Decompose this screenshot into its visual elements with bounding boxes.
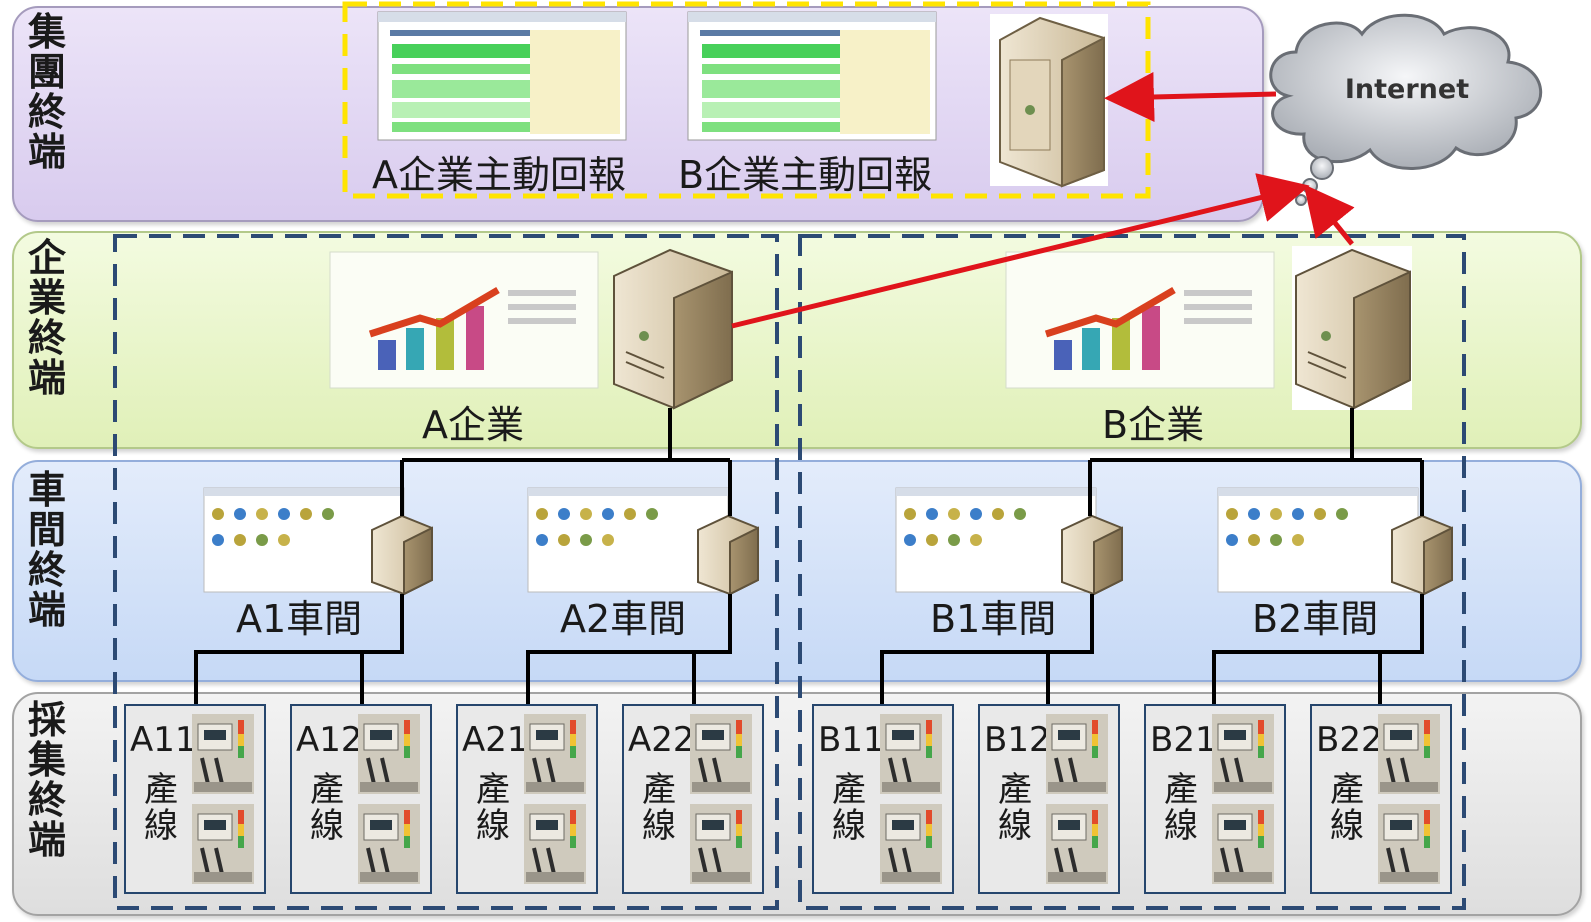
line-box-b21: B21 產 線 <box>1144 704 1286 894</box>
report-b-label: B企業主動回報 <box>678 153 933 197</box>
sensor-device-icon <box>880 714 942 794</box>
group-server-icon <box>990 14 1108 188</box>
internet-cloud-icon <box>1269 13 1542 206</box>
sensor-device-icon <box>192 804 254 884</box>
sensor-device-icon <box>1212 804 1274 884</box>
line-box-b11: B11 產 線 <box>812 704 954 894</box>
workshop-b1-server-icon <box>1061 514 1123 596</box>
sensor-device-icon <box>690 804 752 884</box>
line-id-label: B22 <box>1316 720 1383 760</box>
workshop-line-connectors <box>194 594 1424 706</box>
report-arrows <box>731 72 1355 329</box>
enterprise-b-label: B企業 <box>1102 403 1205 447</box>
workshop-a2-screenshot-icon <box>527 487 729 593</box>
workshop-b2-screenshot-icon <box>1217 487 1419 593</box>
report-a-screenshot-icon <box>377 11 627 141</box>
sensor-device-icon <box>524 714 586 794</box>
line-id-label: A21 <box>462 720 529 760</box>
line-text-label: 產 線 <box>476 770 510 846</box>
line-id-label: A11 <box>130 720 197 760</box>
report-a-label: A企業主動回報 <box>372 153 626 197</box>
enterprise-a-server-icon <box>613 248 733 410</box>
tier-label-group: 集 團 終 端 <box>27 10 66 174</box>
internet-label: Internet <box>1345 74 1469 105</box>
enterprise-a-screenshot-icon <box>329 251 599 389</box>
line-id-label: B11 <box>818 720 885 760</box>
report-b-screenshot-icon <box>687 11 937 141</box>
sensor-device-icon <box>880 804 942 884</box>
workshop-a2-server-icon <box>697 514 759 596</box>
sensor-device-icon <box>1046 714 1108 794</box>
line-text-label: 產 線 <box>832 770 866 846</box>
line-text-label: 產 線 <box>310 770 344 846</box>
line-text-label: 產 線 <box>642 770 676 846</box>
line-box-a12: A12 產 線 <box>290 704 432 894</box>
line-box-b12: B12 產 線 <box>978 704 1120 894</box>
enterprise-a-label: A企業 <box>422 403 524 447</box>
line-box-a21: A21 產 線 <box>456 704 598 894</box>
sensor-device-icon <box>1378 714 1440 794</box>
tier-label-enterprise: 企 業 終 端 <box>27 236 66 400</box>
enterprise-b-server-icon <box>1292 246 1412 410</box>
line-text-label: 產 線 <box>144 770 178 846</box>
sensor-device-icon <box>1378 804 1440 884</box>
workshop-a1-label: A1車間 <box>236 597 363 641</box>
enterprise-a-dashed-box <box>113 234 779 910</box>
workshop-b2-label: B2車間 <box>1252 597 1379 641</box>
sensor-device-icon <box>1046 804 1108 884</box>
line-id-label: B12 <box>984 720 1051 760</box>
line-text-label: 產 線 <box>1164 770 1198 846</box>
enterprise-b-dashed-box <box>798 234 1466 910</box>
workshop-b1-label: B1車間 <box>930 597 1057 641</box>
workshop-a1-server-icon <box>371 514 433 596</box>
tier-label-collection: 採 集 終 端 <box>27 698 66 862</box>
line-box-a11: A11 產 線 <box>124 704 266 894</box>
sensor-device-icon <box>690 714 752 794</box>
workshop-b2-server-icon <box>1391 514 1453 596</box>
sensor-device-icon <box>1212 714 1274 794</box>
line-box-b22: B22 產 線 <box>1310 704 1452 894</box>
sensor-device-icon <box>358 714 420 794</box>
enterprise-workshop-connectors <box>400 408 1424 516</box>
workshop-a1-screenshot-icon <box>203 487 405 593</box>
line-id-label: A22 <box>628 720 695 760</box>
line-id-label: B21 <box>1150 720 1217 760</box>
line-text-label: 產 線 <box>1330 770 1364 846</box>
line-box-a22: A22 產 線 <box>622 704 764 894</box>
enterprise-b-screenshot-icon <box>1005 251 1275 389</box>
tier-label-workshop: 車 間 終 端 <box>27 468 66 632</box>
line-id-label: A12 <box>296 720 363 760</box>
workshop-a2-label: A2車間 <box>560 597 687 641</box>
sensor-device-icon <box>192 714 254 794</box>
sensor-device-icon <box>524 804 586 884</box>
line-text-label: 產 線 <box>998 770 1032 846</box>
sensor-device-icon <box>358 804 420 884</box>
